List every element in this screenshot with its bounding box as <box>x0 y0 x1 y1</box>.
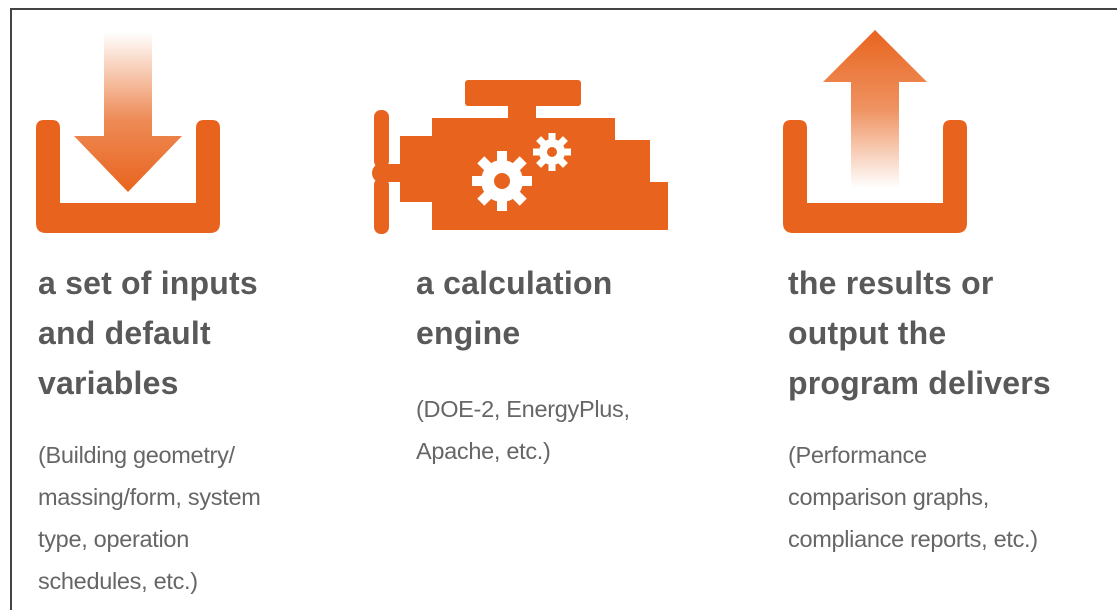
engine-heading: a calculation engine <box>416 265 613 351</box>
inputs-heading: a set of inputs and default variables <box>38 265 258 401</box>
inputs-description: (Building geometry/ massing/form, system… <box>38 442 261 594</box>
upload-tray-icon <box>783 30 967 233</box>
results-heading: the results or output the program delive… <box>788 265 1051 401</box>
engine-column: a calculation engine (DOE-2, EnergyPlus,… <box>370 0 745 610</box>
engine-gears-icon <box>372 80 668 234</box>
results-description: (Performance comparison graphs, complian… <box>788 442 1038 552</box>
diagram-frame <box>10 8 1117 610</box>
engine-description: (DOE-2, EnergyPlus, Apache, etc.) <box>416 396 630 464</box>
download-tray-icon <box>36 32 220 233</box>
results-column: the results or output the program delive… <box>745 0 1117 610</box>
inputs-column: a set of inputs and default variables (B… <box>0 0 370 610</box>
